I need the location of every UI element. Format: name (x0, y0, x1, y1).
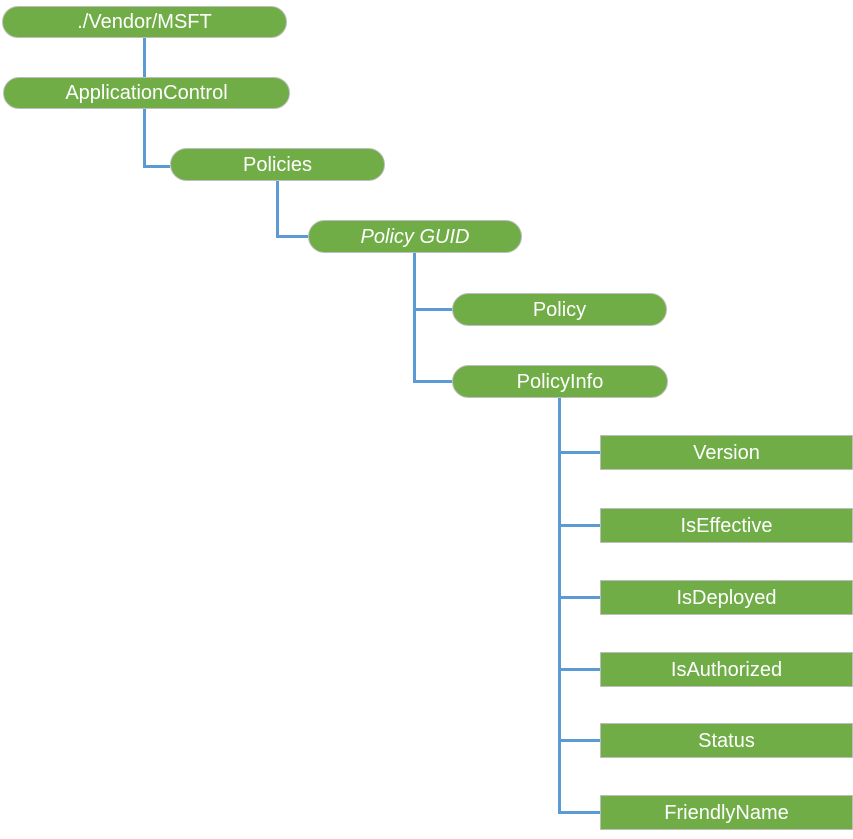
node-policies: Policies (170, 148, 385, 181)
node-policy: Policy (452, 293, 667, 326)
node-version: Version (600, 435, 853, 470)
connector-policyguid-to-policyinfo (413, 380, 452, 383)
connector-policyinfo-trunk (558, 398, 561, 814)
node-is-effective: IsEffective (600, 508, 853, 543)
connector-policyguid-to-policy (413, 308, 452, 311)
node-status: Status (600, 723, 853, 758)
connector-policies-to-policyguid-horizontal (276, 235, 308, 238)
node-policy-info: PolicyInfo (452, 365, 668, 398)
connector-policyinfo-to-isauthorized (558, 668, 600, 671)
connector-policies-to-policyguid-vertical (276, 181, 279, 238)
connector-policyinfo-to-friendlyname (558, 811, 600, 814)
connector-policyinfo-to-version (558, 451, 600, 454)
node-policy-guid: Policy GUID (308, 220, 522, 253)
node-is-authorized: IsAuthorized (600, 652, 853, 687)
node-is-deployed: IsDeployed (600, 580, 853, 615)
node-friendly-name: FriendlyName (600, 795, 853, 830)
connector-policyinfo-to-iseffective (558, 524, 600, 527)
connector-policyguid-trunk (413, 253, 416, 383)
connector-policyinfo-to-isdeployed (558, 596, 600, 599)
node-vendor-msft: ./Vendor/MSFT (2, 6, 287, 38)
connector-policyinfo-to-status (558, 739, 600, 742)
connector-applicationcontrol-to-policies-horizontal (143, 165, 170, 168)
node-application-control: ApplicationControl (3, 77, 290, 109)
connector-vendor-to-applicationcontrol (143, 38, 146, 77)
connector-applicationcontrol-to-policies-vertical (143, 109, 146, 168)
